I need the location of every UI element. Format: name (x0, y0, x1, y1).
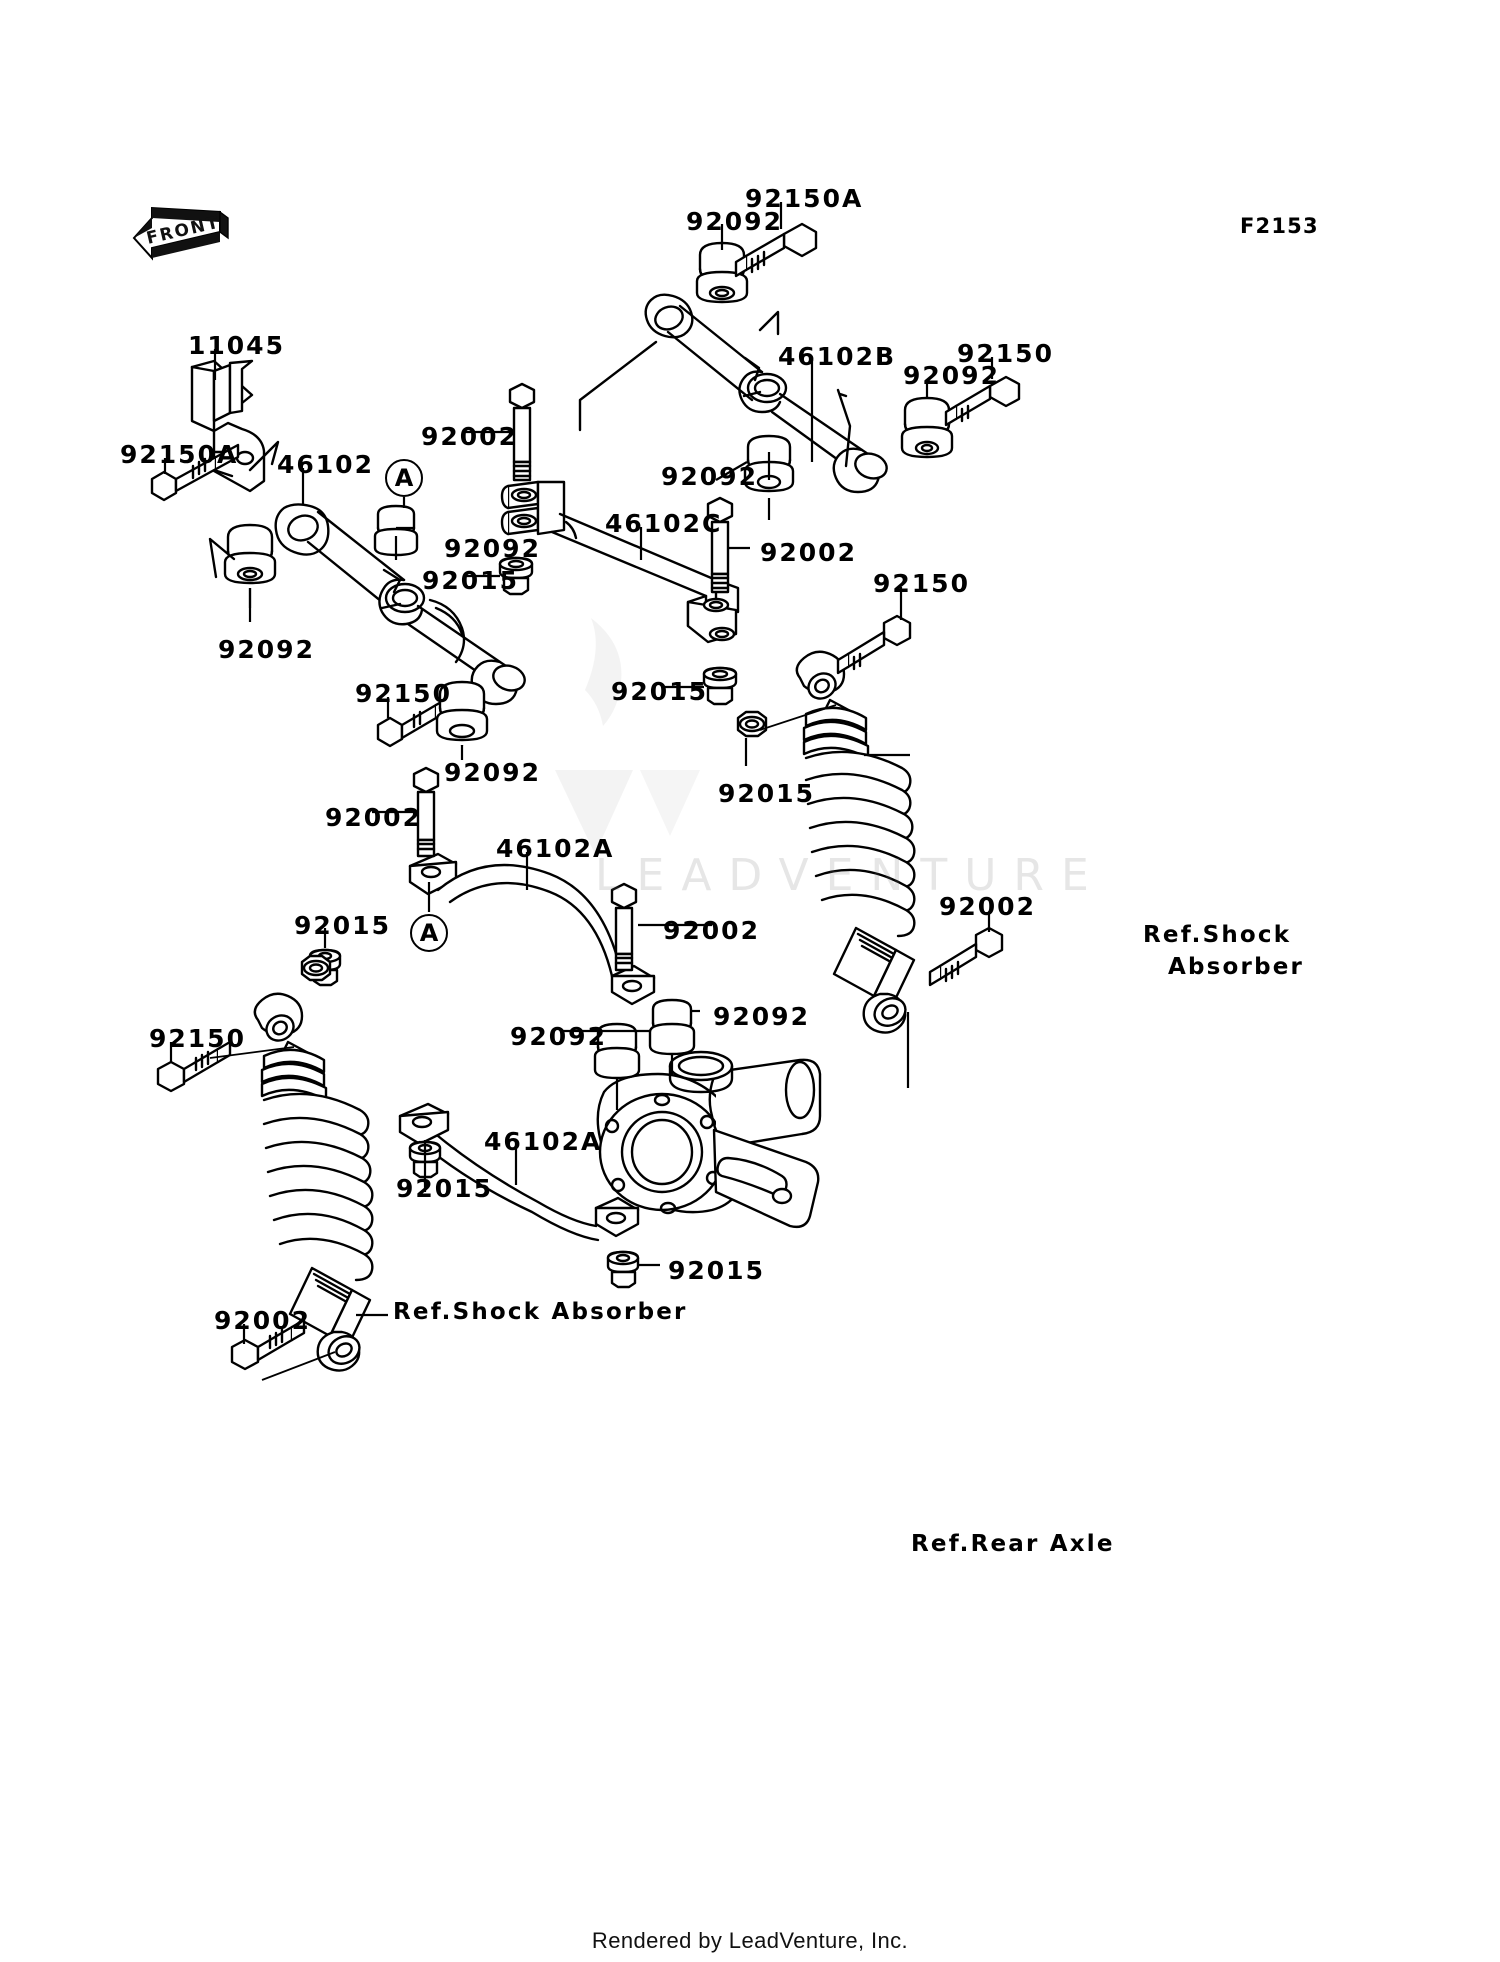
ref-shock-absorber-right-line2: Absorber (1168, 954, 1305, 980)
part-label-92002: 92002 (663, 916, 760, 945)
bolt-92002-rod-right (706, 496, 734, 594)
bolt-92150-shock-right (836, 614, 912, 675)
footer-credit: Rendered by LeadVenture, Inc. (591, 1928, 909, 1953)
part-label-92015: 92015 (668, 1256, 765, 1285)
bushing-92092-left-lower (435, 680, 489, 742)
bolt-92002-armA-right (610, 882, 638, 972)
part-label-92002: 92002 (939, 892, 1036, 921)
part-label-92015: 92015 (294, 911, 391, 940)
part-label-92015: 92015 (396, 1174, 493, 1203)
nut-92015-shock-left (300, 954, 332, 982)
ref-shock-absorber-bottom: Ref.Shock Absorber (393, 1299, 688, 1325)
part-label-92015: 92015 (718, 779, 815, 808)
part-label-92150: 92150 (355, 679, 452, 708)
nut-92015-shock-right (736, 710, 768, 738)
callout-marker-A-upper: A (385, 459, 423, 497)
bushing-92092-upper-right (900, 396, 954, 459)
nut-92015-center (498, 556, 534, 596)
part-label-46102: 46102 (277, 450, 374, 479)
ref-rear-axle: Ref.Rear Axle (911, 1531, 1115, 1557)
bolt-92150A-left (150, 443, 240, 502)
part-label-46102a: 46102A (484, 1127, 603, 1156)
bolt-92002-shock-right-lower (928, 926, 1004, 987)
part-label-11045: 11045 (188, 331, 285, 360)
part-label-92092: 92092 (713, 1002, 810, 1031)
part-label-92150: 92150 (957, 339, 1054, 368)
part-label-92092: 92092 (444, 758, 541, 787)
part-label-92092: 92092 (686, 207, 783, 236)
part-label-92015: 92015 (611, 677, 708, 706)
part-label-92092: 92092 (510, 1022, 607, 1051)
control-arm-46102A-upper (408, 852, 656, 1006)
bushing-92092-upper-left (695, 241, 749, 304)
front-direction-arrow: FRONT (132, 206, 229, 261)
control-arm-46102 (274, 503, 526, 706)
part-label-92092: 92092 (661, 462, 758, 491)
part-label-46102b: 46102B (778, 342, 897, 371)
shock-absorber-left (253, 992, 374, 1372)
part-label-92015: 92015 (422, 566, 519, 595)
bolt-92150-upper-right (944, 375, 1021, 427)
part-label-92150a: 92150A (120, 440, 239, 469)
control-arm-46102A-lower (398, 1102, 640, 1242)
rear-axle-housing (596, 1050, 822, 1229)
bolt-92150-shock-left (156, 1040, 232, 1093)
bracket-11045 (190, 359, 266, 493)
part-label-46102c: 46102C (605, 509, 723, 538)
part-label-92002: 92002 (214, 1306, 311, 1335)
part-label-92150: 92150 (873, 569, 970, 598)
part-label-92002: 92002 (421, 422, 518, 451)
bolt-92002-shock-left-bottom (230, 1318, 306, 1371)
bushing-92092-left (223, 523, 277, 585)
part-label-92092: 92092 (218, 635, 315, 664)
bolt-92002-center-upper (508, 382, 536, 482)
nut-92015-rod-lower (702, 666, 738, 706)
bushing-92092-axle-right (648, 998, 696, 1056)
part-label-92002: 92002 (325, 803, 422, 832)
ref-shock-absorber-right-line1: Ref.Shock (1143, 922, 1292, 948)
part-label-92092: 92092 (444, 534, 541, 563)
rod-46102C (500, 480, 740, 644)
bolt-92002-armA-left (412, 766, 440, 858)
part-label-92150: 92150 (149, 1024, 246, 1053)
shock-absorber-right (795, 650, 916, 1034)
part-label-46102a: 46102A (496, 834, 615, 863)
part-label-92150a: 92150A (745, 184, 864, 213)
diagram-id: F2153 (1240, 214, 1319, 238)
nut-92015-bottom-center (606, 1250, 640, 1289)
callout-marker-A-lower: A (410, 914, 448, 952)
part-label-92002: 92002 (760, 538, 857, 567)
bolt-92150A-upper (734, 222, 818, 278)
part-label-92092: 92092 (903, 361, 1000, 390)
